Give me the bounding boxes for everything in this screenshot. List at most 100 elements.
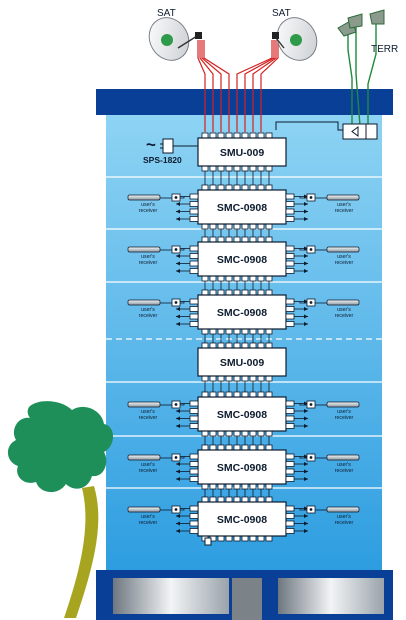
- connector-pin: [233, 375, 241, 382]
- output-port: [285, 313, 295, 320]
- arrow-head-icon: [304, 322, 308, 326]
- connector-pin: [233, 132, 241, 139]
- connector-pin: [209, 483, 217, 490]
- output-port: [189, 528, 199, 534]
- socket-hole-icon: [174, 196, 178, 199]
- psu-label: SPS-1820: [143, 155, 182, 165]
- arrow-head-icon: [176, 217, 180, 221]
- receiver-icon: [326, 401, 360, 408]
- unit-smu: SMU-009: [197, 132, 287, 172]
- connector-pin: [241, 223, 249, 230]
- arrow-head-icon: [176, 322, 180, 326]
- connector-pin: [209, 289, 217, 296]
- connector-pin: [209, 444, 217, 451]
- receiver-label: user's: [337, 462, 351, 468]
- terr-cable: [347, 28, 353, 126]
- socket-hole-icon: [174, 456, 178, 459]
- output-port: [285, 408, 295, 414]
- connector-pin: [249, 496, 257, 503]
- arrow-head-icon: [176, 424, 180, 428]
- connector-pin: [201, 375, 209, 382]
- output-port: [189, 253, 199, 259]
- connector-pin: [257, 375, 265, 382]
- receiver-label: receiver: [335, 415, 354, 421]
- output-port: [285, 400, 295, 407]
- connector-pin: [225, 132, 233, 139]
- output-port: [189, 321, 199, 327]
- output-port: [189, 513, 199, 519]
- connector-pin: [241, 289, 249, 296]
- connector-pin: [209, 430, 217, 437]
- receiver-label: user's: [141, 202, 155, 208]
- connector-pin: [241, 496, 249, 503]
- connector-pin: [209, 328, 217, 335]
- connector-pin: [209, 342, 217, 349]
- output-port: [189, 298, 199, 305]
- terr-cable: [355, 22, 361, 127]
- socket-hole-icon: [174, 301, 178, 304]
- connector-pin: [249, 289, 257, 296]
- connector-pin: [217, 342, 225, 349]
- unit-smu: SMU-009: [197, 342, 287, 382]
- arrow-head-icon: [304, 194, 308, 199]
- connector-pin: [233, 184, 241, 191]
- connector-pin: [265, 236, 273, 243]
- connector-pin: [265, 289, 273, 296]
- sat-cable: [203, 40, 230, 132]
- output-port: [285, 423, 295, 429]
- receiver-label: receiver: [139, 415, 158, 421]
- terr-antennas: [337, 9, 385, 37]
- connector-pin: [225, 342, 233, 349]
- receiver-icon: [326, 454, 360, 461]
- connector-pin: [249, 184, 257, 191]
- arrow-head-icon: [304, 424, 308, 428]
- arrow-head-icon: [304, 202, 308, 206]
- connector-pin: [241, 535, 249, 542]
- connector-pin: [249, 132, 257, 139]
- output-port: [285, 461, 295, 467]
- tree-trunk: [64, 486, 99, 618]
- lnb-icon: [195, 32, 202, 39]
- sat-cable: [260, 40, 279, 132]
- connector-pin: [209, 375, 217, 382]
- arrow-head-icon: [304, 209, 308, 214]
- connector-pin: [217, 391, 225, 398]
- connector-pin: [257, 430, 265, 437]
- receiver-label: user's: [337, 409, 351, 415]
- connector-pin: [257, 184, 265, 191]
- receiver-label: receiver: [335, 208, 354, 214]
- output-port: [285, 476, 295, 482]
- unit-label: SMU-009: [220, 357, 265, 369]
- arrow-head-icon: [176, 416, 180, 421]
- connector-pin: [201, 132, 209, 139]
- unit-box: [197, 347, 287, 377]
- unit-box: [197, 241, 287, 277]
- receiver-icon: [127, 246, 161, 253]
- socket-cable: [180, 508, 185, 511]
- socket-hole-icon: [174, 248, 178, 251]
- socket-cable: [299, 456, 307, 459]
- unit-box: [197, 501, 287, 537]
- unit-label: SMU-009: [220, 147, 265, 159]
- connector-pin: [217, 275, 225, 282]
- connector-pin: [249, 275, 257, 282]
- connector-pin: [241, 444, 249, 451]
- psu-box: [162, 138, 174, 154]
- connector-pin: [217, 132, 225, 139]
- connector-pin: [241, 132, 249, 139]
- connector-pin: [209, 184, 217, 191]
- terr-cables: [347, 20, 377, 127]
- output-port: [189, 468, 199, 475]
- socket-hole-icon: [309, 508, 313, 511]
- output-port: [285, 268, 295, 274]
- sat-cable: [199, 40, 214, 132]
- lnb-icon: [272, 32, 279, 39]
- connector-pin: [265, 342, 273, 349]
- connector-pin: [265, 430, 273, 437]
